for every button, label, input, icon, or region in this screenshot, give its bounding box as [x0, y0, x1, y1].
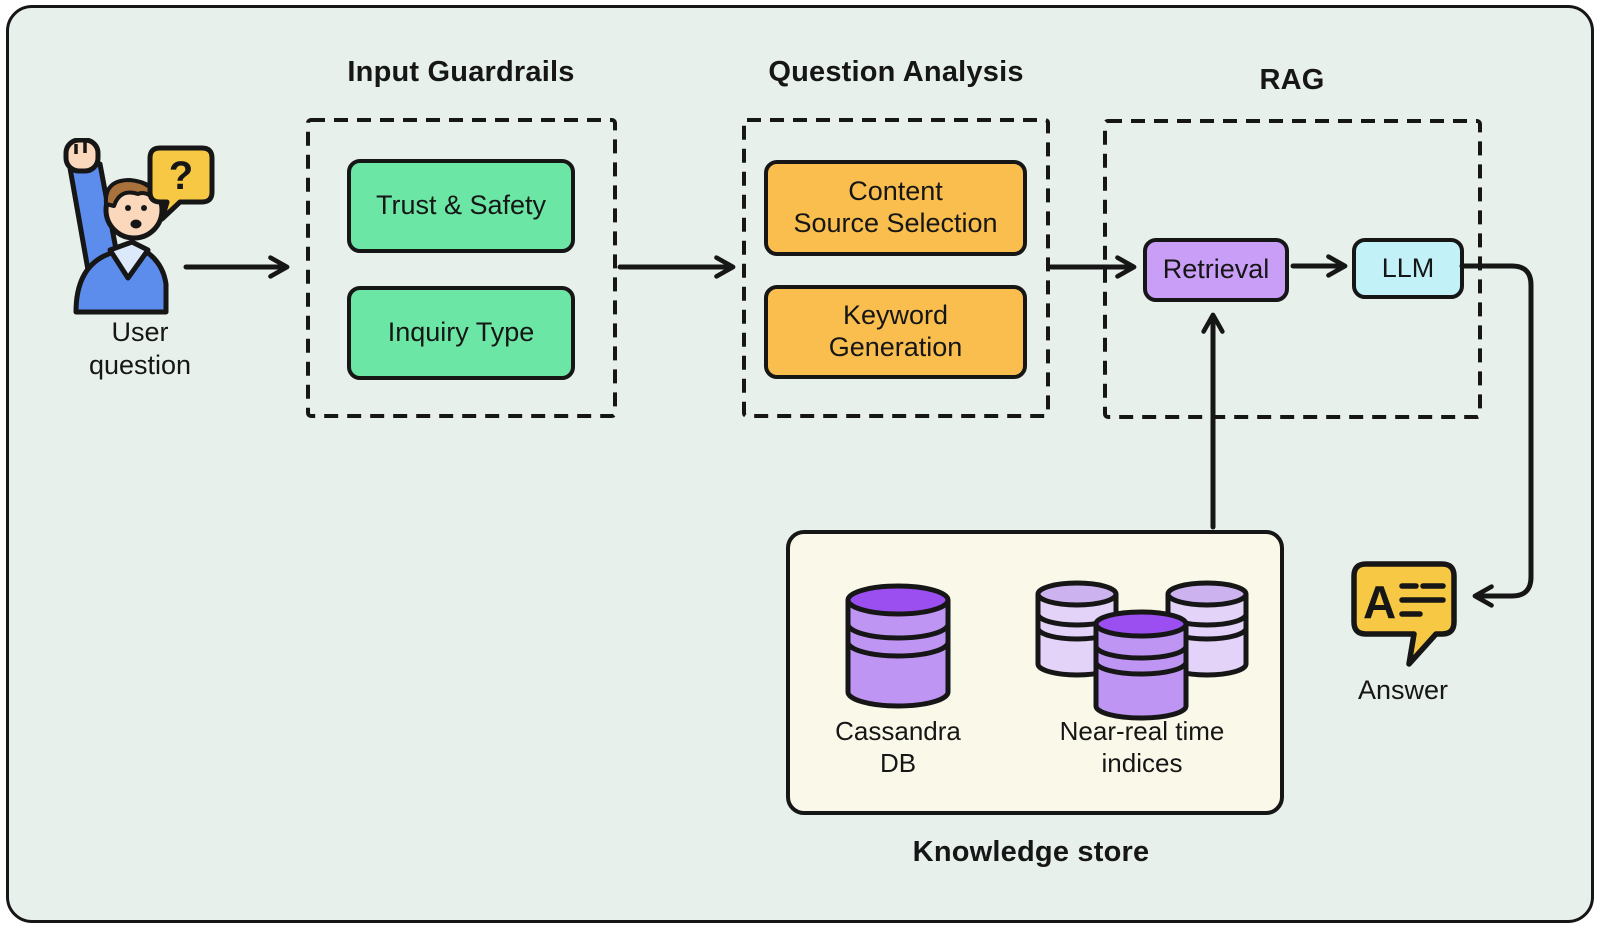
- question-analysis-title: Question Analysis: [768, 56, 1024, 88]
- knowledge-store-title: Knowledge store: [912, 836, 1150, 868]
- keyword-generation-node: Keyword Generation: [764, 285, 1027, 379]
- input-guardrails-title: Input Guardrails: [347, 56, 575, 88]
- near-real-time-indices-icon: [1035, 580, 1249, 721]
- answer-label: Answer: [1357, 675, 1449, 705]
- inquiry-type-node: Inquiry Type: [347, 286, 575, 380]
- answer-bubble-icon: A: [1351, 561, 1457, 667]
- near-real-time-indices-label: Near-real time indices: [1059, 716, 1225, 778]
- question-mark-glyph: ?: [169, 154, 193, 198]
- answer-letter-glyph: A: [1363, 576, 1396, 628]
- content-source-selection-node: Content Source Selection: [764, 160, 1027, 256]
- cassandra-db-label: Cassandra DB: [835, 716, 961, 778]
- user-question-label: User question: [88, 317, 192, 380]
- knowledge-store-panel: Cassandra DB Near-real time indices: [786, 530, 1284, 815]
- rag-title: RAG: [1259, 64, 1325, 96]
- user-person-icon: [63, 138, 169, 315]
- retrieval-node: Retrieval: [1143, 238, 1289, 302]
- trust-safety-node: Trust & Safety: [347, 159, 575, 253]
- cassandra-db-icon: [845, 583, 951, 709]
- question-bubble-icon: ?: [147, 145, 215, 222]
- llm-node: LLM: [1352, 238, 1464, 299]
